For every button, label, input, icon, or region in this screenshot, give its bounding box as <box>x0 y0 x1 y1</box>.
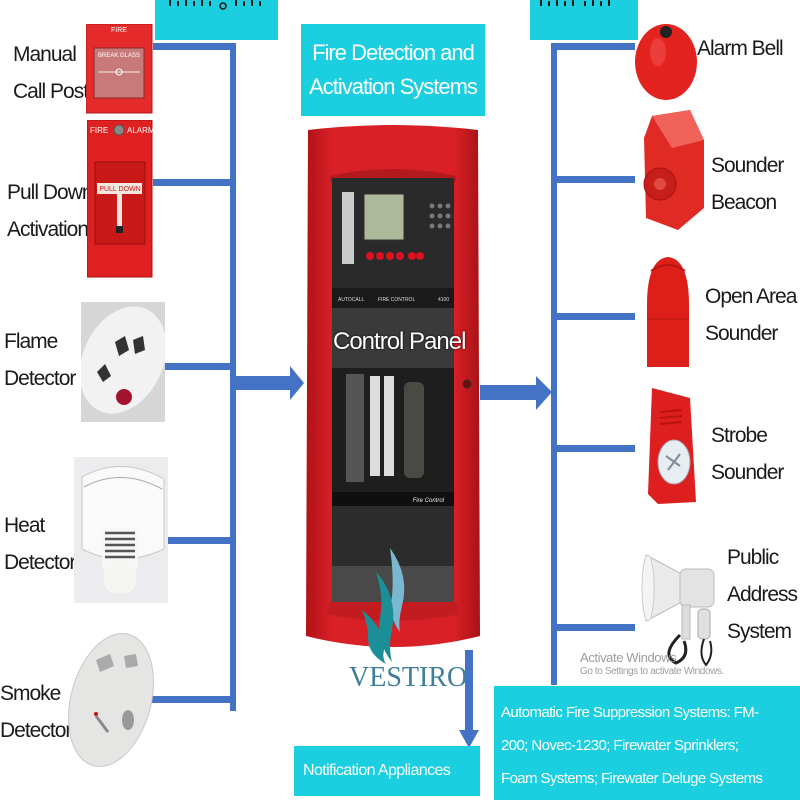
svg-text:PULL DOWN: PULL DOWN <box>99 186 140 193</box>
strobe-sounder-icon <box>648 388 696 504</box>
connector-public-address <box>553 624 635 631</box>
vestiro-flame-logo-icon <box>362 548 405 664</box>
svg-text:BREAK GLASS: BREAK GLASS <box>98 53 140 59</box>
connector-heat <box>166 537 233 544</box>
label-alarm-bell: Alarm Bell <box>697 37 784 60</box>
heat-detector-icon <box>74 457 168 603</box>
pull-station-icon: FIRE ALARM PULL DOWN <box>87 120 153 278</box>
alarm-device-header-glyph-remnants <box>540 0 610 6</box>
vestiro-logo-text: VESTIRO <box>349 662 468 693</box>
initiating-device-header-text: Initiating Device <box>155 0 156 1</box>
svg-text:4100: 4100 <box>438 297 449 303</box>
connector-sounder-beacon <box>553 176 635 183</box>
diagram-title: Fire Detection and Activation Systems <box>301 24 485 116</box>
svg-text:AUTOCALL: AUTOCALL <box>338 297 365 303</box>
control-panel-label: Control Panel <box>333 328 466 355</box>
megaphone-icon <box>641 554 715 667</box>
right-bus-vertical <box>551 43 557 685</box>
connector-strobe <box>553 445 635 452</box>
alarm-device-header: Alarm Device <box>530 0 638 40</box>
smoke-detector-icon <box>68 633 154 767</box>
fire-control-panel-icon: AUTOCALL FIRE CONTROL 4100 Fire Control <box>306 125 480 647</box>
notification-appliances-box: Notification Appliances <box>294 746 480 796</box>
connector-flame <box>163 363 233 370</box>
svg-text:FIRE: FIRE <box>90 126 108 135</box>
connector-alarm-bell <box>553 43 635 50</box>
flame-detector-icon <box>81 302 165 422</box>
arrow-to-control-panel <box>234 366 304 400</box>
manual-call-point-icon: FIRE BREAK GLASS <box>86 24 153 114</box>
sounder-beacon-icon <box>643 110 704 230</box>
svg-text:FIRE CONTROL: FIRE CONTROL <box>378 297 415 303</box>
left-bus-vertical <box>230 43 236 711</box>
connector-smoke <box>150 696 233 703</box>
svg-text:Fire Control: Fire Control <box>413 498 445 504</box>
arrow-to-alarm-devices <box>480 376 552 410</box>
connector-manual-call <box>153 43 233 50</box>
activate-windows-watermark-subtext: Go to Settings to activate Windows. <box>580 666 724 677</box>
connector-pull-down <box>153 179 233 186</box>
connector-open-area <box>553 313 635 320</box>
open-area-sounder-icon <box>647 257 689 367</box>
initiating-device-header: Initiating Device <box>155 0 278 40</box>
activate-windows-watermark: Activate Windows <box>580 650 677 665</box>
fire-suppression-systems-box: Automatic Fire Suppression Systems: FM- … <box>494 686 800 800</box>
alarm-bell-icon <box>635 24 697 100</box>
svg-text:ALARM: ALARM <box>127 126 153 135</box>
initiating-device-header-glyph-remnants <box>169 0 261 10</box>
alarm-device-header-text: Alarm Device <box>530 0 531 1</box>
svg-text:FIRE: FIRE <box>111 27 127 34</box>
arrow-to-notification <box>459 650 479 748</box>
